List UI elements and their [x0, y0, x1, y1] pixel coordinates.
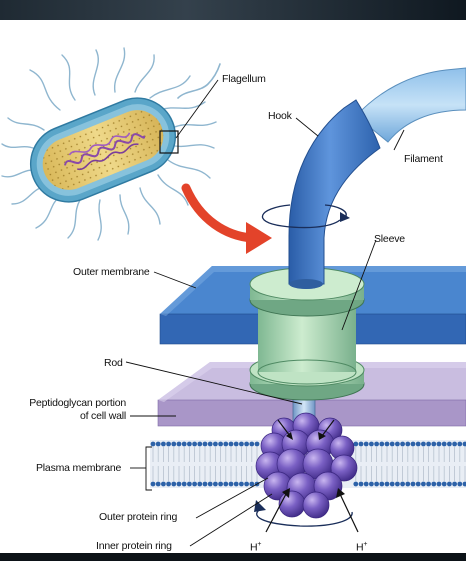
label-filament: Filament: [404, 153, 443, 165]
label-proton-right: H+: [356, 539, 367, 554]
label-plasma-membrane: Plasma membrane: [36, 462, 121, 474]
label-rod: Rod: [104, 357, 123, 369]
label-sleeve: Sleeve: [374, 233, 405, 245]
label-outer-membrane: Outer membrane: [73, 266, 150, 278]
protein-rings: [256, 413, 357, 518]
hook: [289, 100, 380, 289]
label-proton-left: H+: [250, 539, 261, 554]
label-peptidoglycan-line1: Peptidoglycan portion: [16, 397, 126, 409]
label-outer-protein-ring: Outer protein ring: [99, 511, 177, 523]
label-inner-protein-ring: Inner protein ring: [96, 540, 172, 552]
label-flagellum: Flagellum: [222, 73, 266, 85]
bacterium: [2, 48, 220, 240]
zoom-arrow: [186, 188, 272, 254]
label-peptidoglycan-line2: of cell wall: [16, 410, 126, 422]
label-hook: Hook: [268, 110, 292, 122]
